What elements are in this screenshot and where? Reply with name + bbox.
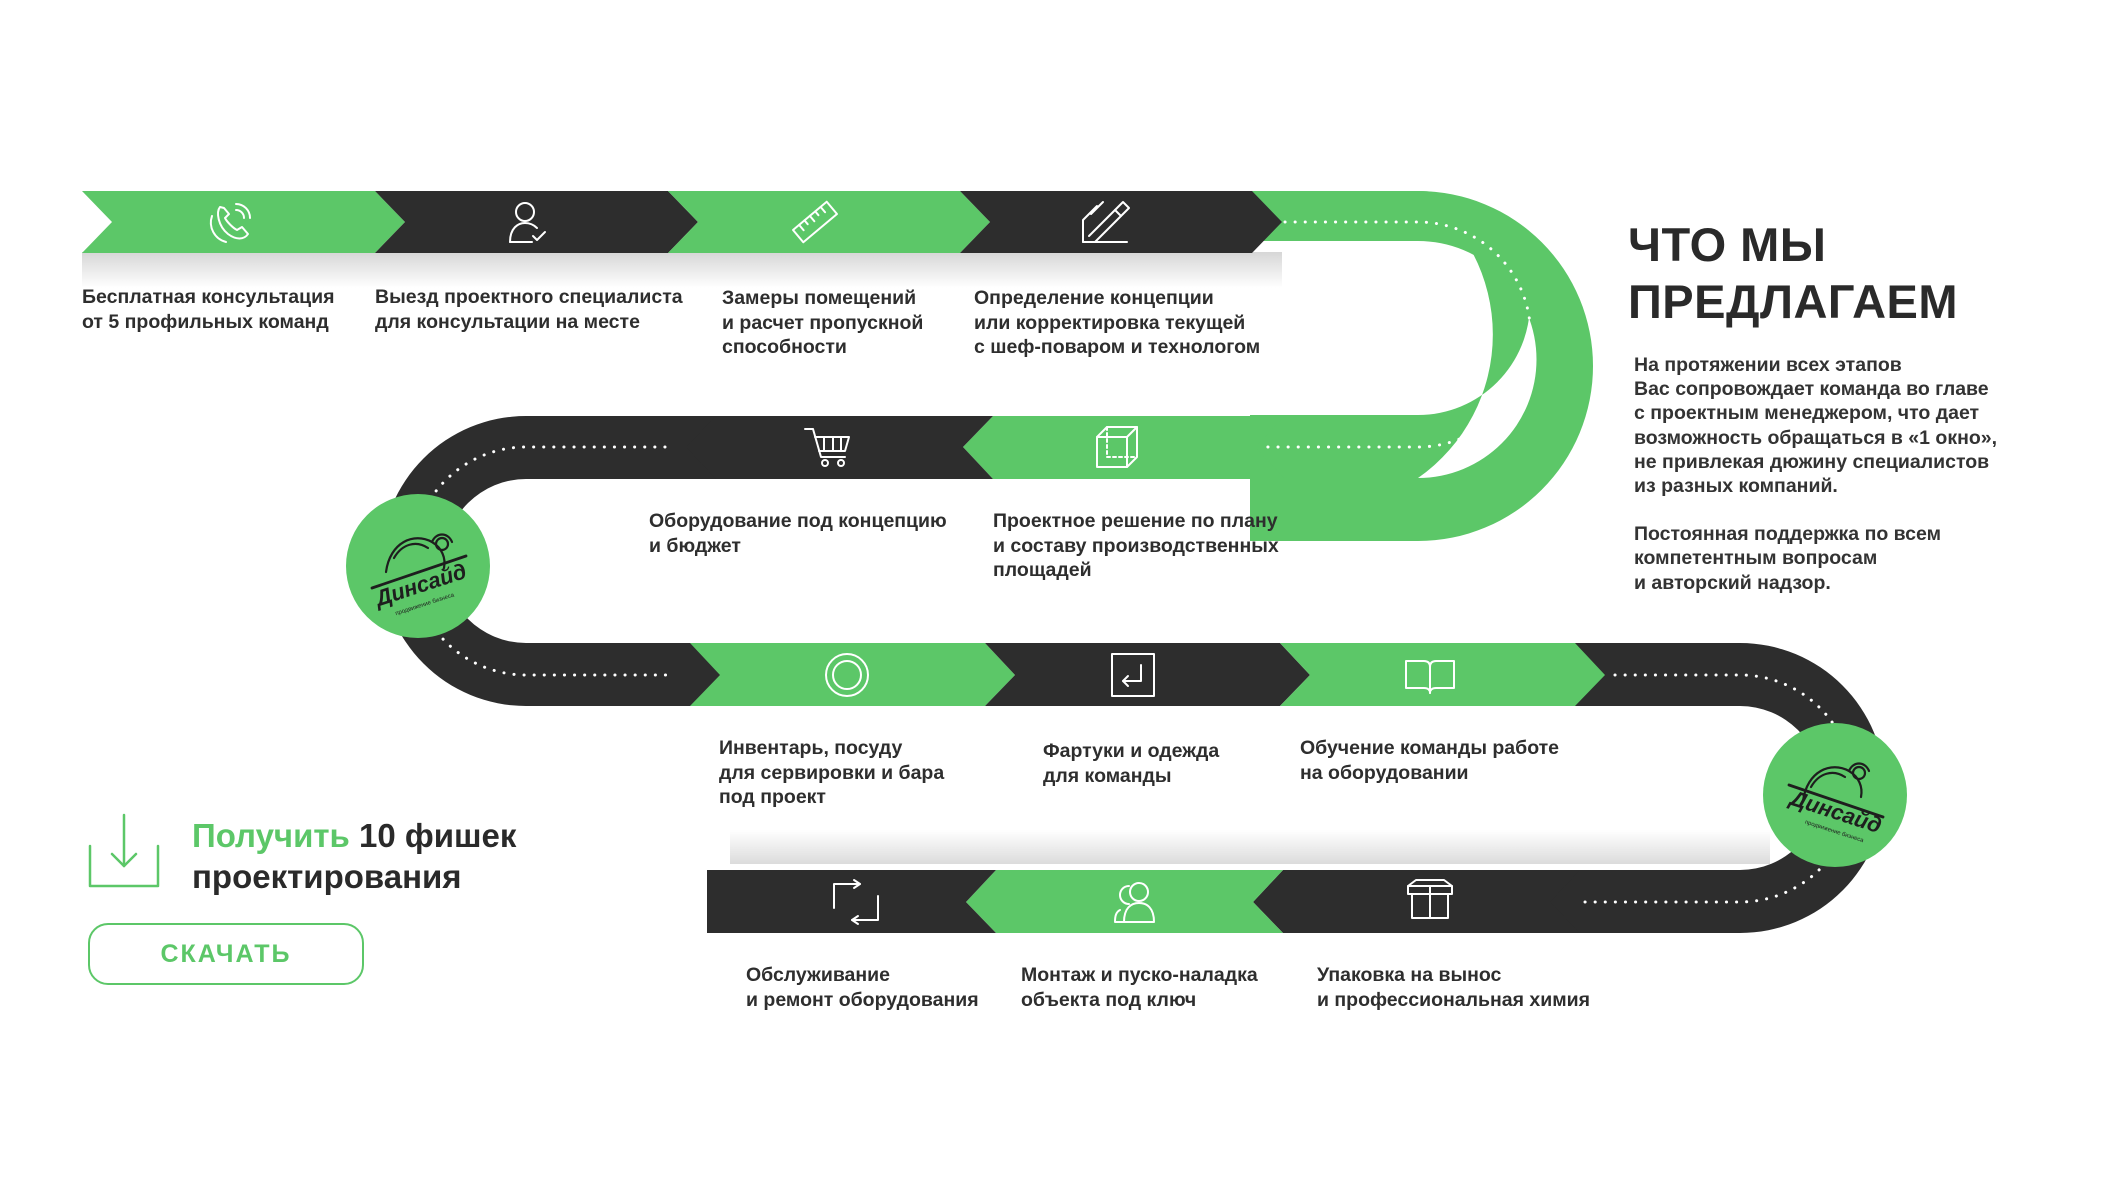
step-line: Оборудование под концепцию bbox=[649, 510, 947, 532]
phone-icon bbox=[209, 203, 251, 243]
cta-highlight: Получить bbox=[192, 817, 350, 854]
road-curve-right-2 bbox=[1550, 643, 1885, 933]
step-line: способности bbox=[722, 336, 847, 358]
step-line: объекта под ключ bbox=[1021, 988, 1197, 1011]
step-line: Обучение команды работе bbox=[1300, 737, 1560, 759]
segment-2 bbox=[375, 191, 698, 253]
refresh-icon bbox=[833, 879, 879, 925]
step-label-aprons: Фартуки и одежда для команды bbox=[1043, 739, 1219, 788]
step-line: от 5 профильных команд bbox=[82, 310, 329, 333]
box-icon bbox=[1407, 879, 1453, 919]
step-label-project: Проектное решение по плану и составу про… bbox=[993, 509, 1279, 583]
step-line: Фартуки и одежда bbox=[1043, 740, 1220, 762]
ruler-icon bbox=[792, 200, 838, 244]
step-line: и профессиональная химия bbox=[1317, 988, 1591, 1011]
page-title: ЧТО МЫ ПРЕДЛАГАЕМ bbox=[1628, 216, 1958, 330]
step-line: для консультации на месте bbox=[375, 310, 640, 333]
step-label-packaging: Упаковка на вынос и профессиональная хим… bbox=[1317, 963, 1590, 1012]
step-line: или корректировка текущей bbox=[974, 311, 1246, 334]
step-line: и бюджет bbox=[649, 534, 741, 557]
segment-12 bbox=[707, 870, 996, 933]
step-label-training: Обучение команды работе на оборудовании bbox=[1300, 736, 1559, 785]
step-line: для команды bbox=[1043, 764, 1172, 787]
segment-7 bbox=[690, 643, 1015, 706]
step-line: Проектное решение по плану bbox=[993, 510, 1278, 532]
description-line: не привлекая дюжину специалистов bbox=[1634, 450, 1990, 473]
step-label-consult: Бесплатная консультация от 5 профильных … bbox=[82, 285, 334, 334]
description-line: возможность обращаться в «1 окно», bbox=[1634, 426, 1998, 449]
team-icon bbox=[1114, 882, 1155, 923]
logo-badge-left: Динсайд продвижение бизнеса bbox=[346, 494, 490, 638]
step-line: для сервировки и бара bbox=[719, 761, 945, 784]
step-line: Инвентарь, посуду bbox=[719, 737, 903, 759]
road-curve-left bbox=[381, 416, 720, 706]
step-label-measure: Замеры помещений и расчет пропускной спо… bbox=[722, 286, 923, 360]
logo-badge-right: Динсайд продвижение бизнеса bbox=[1763, 723, 1907, 867]
step-label-service: Обслуживание и ремонт оборудования bbox=[746, 963, 979, 1012]
step-line: и расчет пропускной bbox=[722, 311, 924, 334]
description: На протяжении всех этапов Вас сопровожда… bbox=[1634, 353, 1997, 595]
segment-6 bbox=[686, 416, 993, 479]
step-line: Выезд проектного специалиста bbox=[375, 286, 683, 308]
step-label-install: Монтаж и пуско-наладка объекта под ключ bbox=[1021, 963, 1258, 1012]
step-line: Упаковка на вынос bbox=[1317, 964, 1502, 986]
segment-9 bbox=[1280, 643, 1605, 706]
cta-line2: проектирования bbox=[192, 858, 462, 895]
cta-text: Получить 10 фишек проектирования bbox=[192, 815, 516, 897]
description-line: компетентным вопросам bbox=[1634, 547, 1878, 570]
plate-icon bbox=[825, 653, 869, 697]
step-line: под проект bbox=[719, 786, 826, 808]
cta-rest: 10 фишек bbox=[359, 817, 517, 854]
step-line: Бесплатная консультация bbox=[82, 286, 335, 308]
description-line: и авторский надзор. bbox=[1634, 571, 1831, 594]
pencil-ruler-icon bbox=[1082, 201, 1130, 243]
step-line: и ремонт оборудования bbox=[746, 988, 979, 1011]
download-button[interactable]: СКАЧАТЬ bbox=[88, 923, 364, 985]
step-label-concept: Определение концепции или корректировка … bbox=[974, 286, 1260, 360]
cart-icon bbox=[804, 428, 850, 467]
segment-5 bbox=[963, 416, 1285, 479]
book-icon bbox=[1405, 660, 1455, 694]
segment-8 bbox=[985, 643, 1310, 706]
user-check-icon bbox=[509, 202, 546, 243]
step-line: площадей bbox=[993, 559, 1092, 581]
description-line: Вас сопровождает команда во главе bbox=[1634, 378, 1989, 401]
step-line: с шеф-поваром и технологом bbox=[974, 336, 1261, 358]
step-line: Обслуживание bbox=[746, 964, 891, 986]
description-line: Постоянная поддержка по всем bbox=[1634, 523, 1942, 546]
segment-1 bbox=[82, 191, 405, 253]
step-label-visit: Выезд проектного специалиста для консуль… bbox=[375, 285, 683, 334]
segment-10 bbox=[1253, 870, 1580, 933]
step-line: Монтаж и пуско-наладка bbox=[1021, 964, 1258, 986]
segment-4 bbox=[960, 191, 1282, 253]
download-icon bbox=[88, 813, 160, 888]
step-line: Определение концепции bbox=[974, 287, 1214, 309]
description-line: На протяжении всех этапов bbox=[1634, 354, 1902, 376]
road-curve-right-1 bbox=[1250, 191, 1530, 478]
step-line: и составу производственных bbox=[993, 534, 1279, 557]
apron-icon bbox=[1111, 653, 1155, 697]
segment-11 bbox=[966, 870, 1283, 933]
description-line: из разных компаний. bbox=[1634, 475, 1838, 498]
title-line: ПРЕДЛАГАЕМ bbox=[1628, 275, 1959, 328]
step-line: Замеры помещений bbox=[722, 287, 917, 309]
cube-icon bbox=[1096, 426, 1138, 468]
step-line: на оборудовании bbox=[1300, 761, 1469, 784]
description-line: с проектным менеджером, что дает bbox=[1634, 402, 1980, 425]
title-line: ЧТО МЫ bbox=[1628, 218, 1827, 271]
step-label-inventory: Инвентарь, посуду для сервировки и бара … bbox=[719, 736, 944, 810]
step-label-equipment: Оборудование под концепцию и бюджет bbox=[649, 509, 947, 558]
